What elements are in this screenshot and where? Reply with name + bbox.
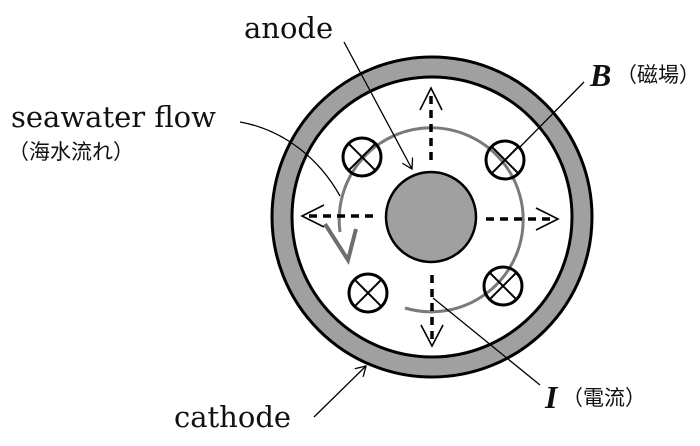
current-symbol: I xyxy=(544,379,559,415)
cathode-leader xyxy=(313,366,366,418)
field-into-page-icon xyxy=(341,136,383,178)
current-jp-label: （電流） xyxy=(562,386,646,410)
current-arrow-right-icon xyxy=(486,207,560,231)
anode-core xyxy=(384,170,478,264)
field-into-page-icon xyxy=(347,272,389,314)
anode-label: anode xyxy=(244,11,333,45)
field-into-page-icon xyxy=(482,265,524,307)
cathode-label: cathode xyxy=(174,400,291,434)
magnetic-field-leader xyxy=(519,81,585,148)
current-arrow-up-icon xyxy=(419,86,443,160)
current-arrows xyxy=(300,86,560,348)
flow-arc-path xyxy=(337,126,525,314)
magnetic-field-markers xyxy=(341,136,526,314)
seawater-flow-label: seawater flow xyxy=(11,100,216,134)
field-into-page-icon xyxy=(484,139,526,181)
cathode-ring xyxy=(270,55,594,379)
seawater-flow-leader xyxy=(239,121,341,197)
current-leader xyxy=(432,297,541,386)
magnetic-field-jp-label: （磁場） xyxy=(616,63,700,87)
magnetic-field-symbol: B xyxy=(589,57,611,93)
cathode-ring-fill xyxy=(272,57,592,377)
leader-lines xyxy=(239,41,585,418)
current-arrow-left-icon xyxy=(300,204,373,228)
seawater-flow-jp-label: （海水流れ） xyxy=(8,140,134,164)
flow-arrowhead-icon xyxy=(323,222,358,265)
cathode-ring-outer-edge xyxy=(270,55,594,379)
anode-leader xyxy=(343,41,412,169)
cathode-ring-inner-edge xyxy=(290,75,574,359)
current-arrow-down-icon xyxy=(420,275,444,348)
seawater-flow-arc xyxy=(323,126,525,314)
